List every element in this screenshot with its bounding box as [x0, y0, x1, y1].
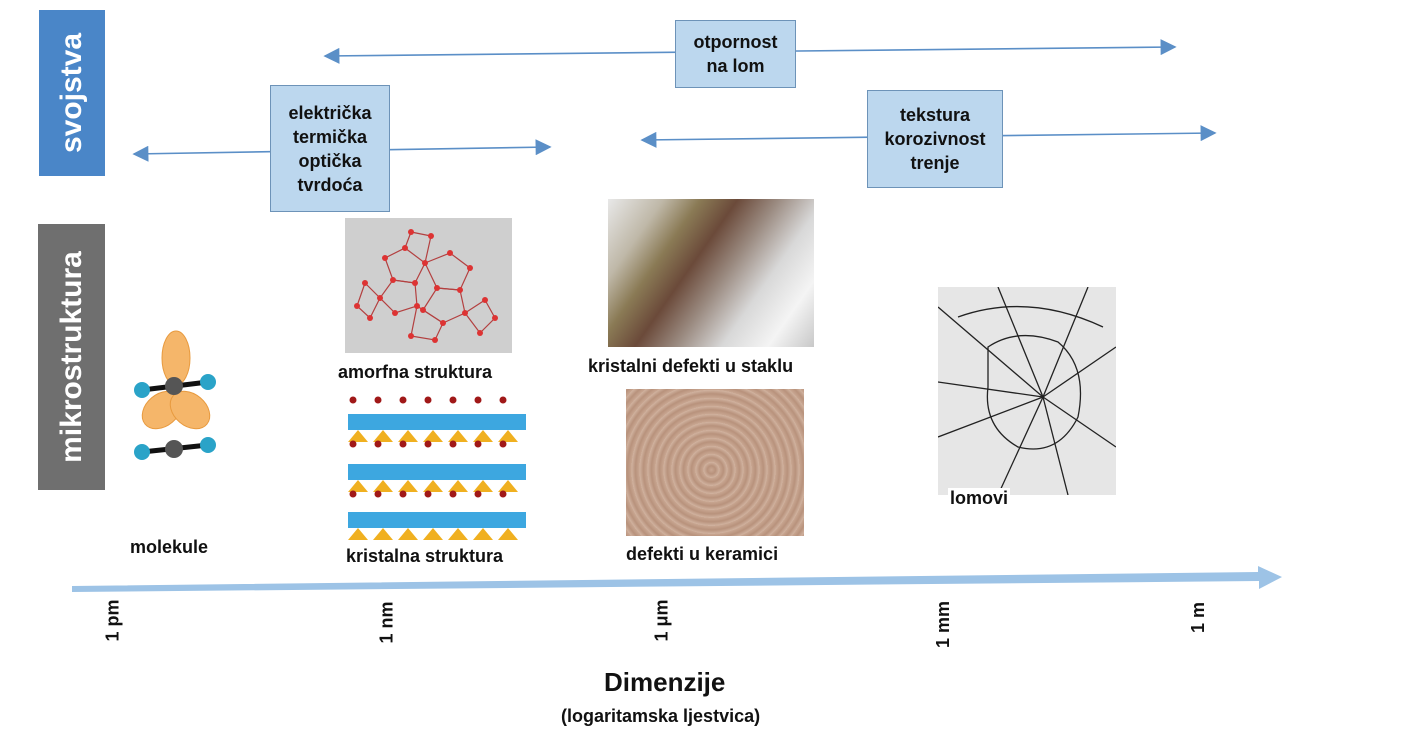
- physical-line-4: tvrdoća: [297, 174, 363, 195]
- surface-properties-box: tekstura korozivnost trenje: [867, 90, 1003, 188]
- properties-band: svojstva: [39, 10, 105, 176]
- surface-line-2: korozivnost: [884, 129, 986, 149]
- tick-1m: 1 m: [1188, 601, 1209, 634]
- caption-molecules: molekule: [130, 537, 209, 557]
- caption-ceramic-defects: defekti u keramici: [626, 544, 779, 564]
- tick-1nm: 1 nm: [376, 601, 397, 644]
- physical-line-3: optička: [298, 150, 362, 171]
- ceramic-defects-image: [626, 389, 804, 536]
- amorphous-structure-image: [345, 218, 512, 353]
- physical-properties-box: električka termička optička tvrdoća: [270, 85, 390, 212]
- fracture-line-2: na lom: [706, 56, 765, 76]
- fracture-line-1: otpornost: [693, 32, 778, 52]
- caption-crystalline: kristalna struktura: [346, 546, 504, 566]
- caption-amorphous: amorfna struktura: [338, 362, 493, 382]
- fracture-box: otpornost na lom: [675, 20, 796, 88]
- physical-line-1: električka: [288, 102, 372, 123]
- tick-1pm: 1 pm: [102, 599, 123, 642]
- fracture-image: [938, 287, 1116, 495]
- axis-title: Dimenzije: [604, 667, 726, 697]
- glass-defects-image: [608, 199, 814, 347]
- tick-1mm: 1 mm: [933, 600, 954, 649]
- tick-1um: 1 μm: [651, 599, 672, 642]
- physical-line-2: termička: [292, 126, 368, 147]
- crystalline-structure-image: [348, 396, 526, 540]
- surface-line-1: tekstura: [899, 105, 971, 125]
- axis-subtitle: (logaritamska ljestvica): [561, 706, 761, 726]
- molecule-image: [134, 330, 216, 460]
- surface-line-3: trenje: [910, 153, 960, 173]
- caption-glass-defects: kristalni defekti u staklu: [588, 356, 794, 376]
- microstructure-band: mikrostruktura: [38, 224, 105, 490]
- caption-fractures: lomovi: [948, 488, 1011, 509]
